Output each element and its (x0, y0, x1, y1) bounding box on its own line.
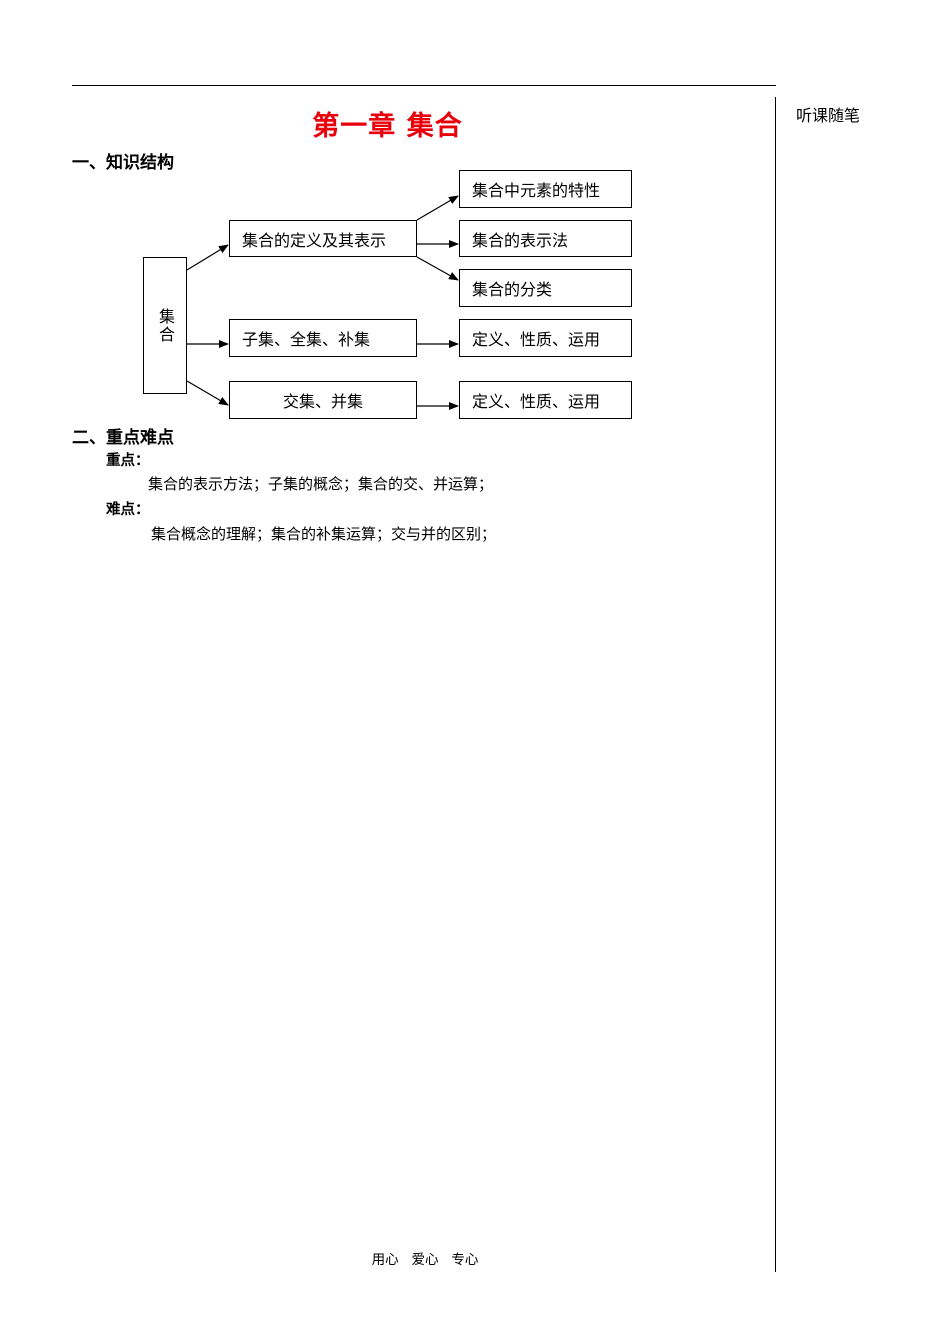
key-points-label: 重点： (106, 453, 150, 469)
diagram-root-node: 集合 (143, 257, 187, 394)
arrow-root-to-definition (186, 244, 229, 271)
difficult-points-label: 难点： (106, 502, 150, 518)
diagram-node-subset: 子集、全集、补集 (229, 319, 417, 357)
diagram-node-intersection-def: 定义、性质、运用 (459, 381, 632, 419)
chapter-title: 第一章 集合 (312, 111, 463, 142)
arrow-definition-to-properties (416, 195, 459, 221)
arrow-definition-to-classification (416, 256, 459, 281)
diagram-node-representation: 集合的表示法 (459, 220, 632, 257)
diagram-arrows (186, 195, 459, 410)
diagram-node-classification: 集合的分类 (459, 269, 632, 307)
page-footer: 用心 爱心 专心 (371, 1252, 479, 1268)
diagram-node-intersection: 交集、并集 (229, 381, 417, 419)
section-key-points-heading: 二、重点难点 (72, 428, 174, 448)
arrow-root-to-intersection (186, 380, 229, 406)
notes-column-divider (775, 97, 776, 1272)
notes-column-label: 听课随笔 (796, 106, 861, 125)
key-points-text: 集合的表示方法；子集的概念；集合的交、并运算； (148, 475, 494, 493)
diagram-node-definition: 集合的定义及其表示 (229, 220, 417, 257)
top-rule (72, 85, 776, 86)
diagram-node-subset-def: 定义、性质、运用 (459, 319, 632, 357)
diagram-node-element-properties: 集合中元素的特性 (459, 170, 632, 208)
section-knowledge-structure-heading: 一、知识结构 (72, 153, 174, 173)
difficult-points-text: 集合概念的理解；集合的补集运算；交与并的区别； (151, 525, 497, 543)
